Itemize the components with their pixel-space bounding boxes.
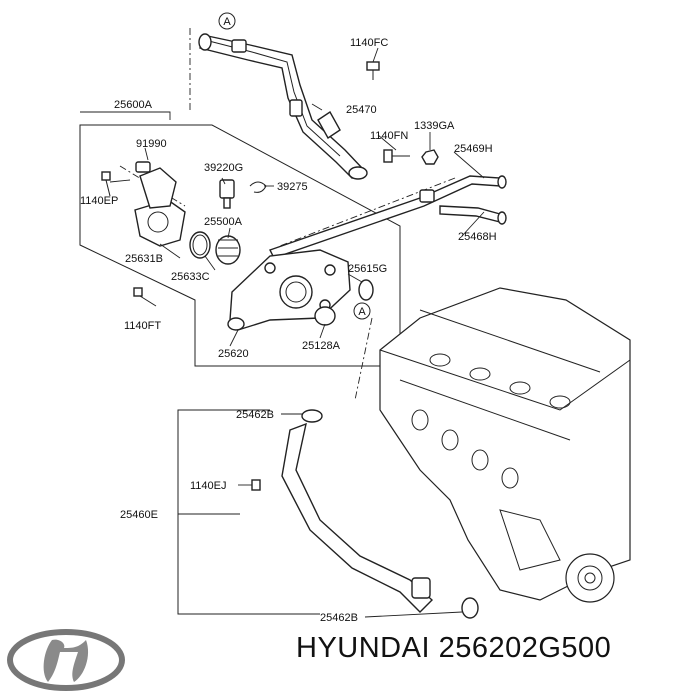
label-91990: 91990: [136, 138, 167, 150]
return-pipe-25469H: [269, 151, 507, 259]
label-25469H: 25469H: [454, 143, 493, 155]
label-1140FT: 1140FT: [124, 320, 161, 332]
bolt-1140FN: [383, 149, 410, 163]
nut-1339GA: [421, 132, 439, 165]
marker-a-top: A: [218, 12, 236, 30]
svg-text:A: A: [223, 16, 231, 28]
label-1140FC: 1140FC: [350, 37, 388, 49]
label-25500A: 25500A: [204, 216, 243, 228]
bolt-1140EJ: [238, 479, 261, 491]
label-1140EP: 1140EP: [80, 195, 118, 207]
bypass-pipe-25470: [198, 33, 368, 180]
engine-block: [379, 287, 631, 603]
label-25462B-bottom: 25462B: [320, 612, 358, 624]
label-39275: 39275: [277, 181, 308, 193]
leader-lines: [159, 103, 463, 618]
bolt-1140FC: [366, 47, 380, 80]
label-25468H: 25468H: [458, 231, 497, 243]
part-number: 256202G500: [438, 632, 612, 664]
label-39220G: 39220G: [204, 162, 243, 174]
thermostat-cover-25631B: [134, 147, 186, 247]
hose-25460E: [281, 409, 479, 619]
label-25631B: 25631B: [125, 253, 163, 265]
brand-name: HYUNDAI: [296, 632, 431, 664]
group-frame-25460E: [177, 409, 320, 615]
label-25620: 25620: [218, 348, 249, 360]
gasket-25633C: [189, 231, 211, 259]
bolt-1140EP: [101, 171, 131, 197]
label-1140EJ: 1140EJ: [190, 480, 227, 492]
gasket-25615G: [358, 279, 374, 301]
label-25470: 25470: [346, 104, 377, 116]
marker-a-mid: A: [353, 302, 371, 320]
hyundai-logo-icon: [7, 629, 125, 691]
clip-39275: [249, 181, 267, 193]
label-25600A: 25600A: [114, 99, 153, 111]
footer-caption: HYUNDAI 256202G500: [296, 632, 611, 665]
label-25460E: 25460E: [120, 509, 158, 521]
label-25462B-top: 25462B: [236, 409, 274, 421]
svg-text:A: A: [358, 306, 366, 318]
label-25633C: 25633C: [171, 271, 210, 283]
label-25128A: 25128A: [302, 340, 341, 352]
bolt-1140FT: [133, 287, 157, 307]
label-25615G: 25615G: [348, 263, 387, 275]
label-1339GA: 1339GA: [414, 120, 455, 132]
thermostat-25500A: [215, 235, 241, 265]
label-1140FN: 1140FN: [370, 130, 408, 142]
group-frame-25600A: [79, 111, 401, 367]
sensor-39220G: [219, 179, 235, 209]
gasket-25128A: [314, 306, 336, 326]
